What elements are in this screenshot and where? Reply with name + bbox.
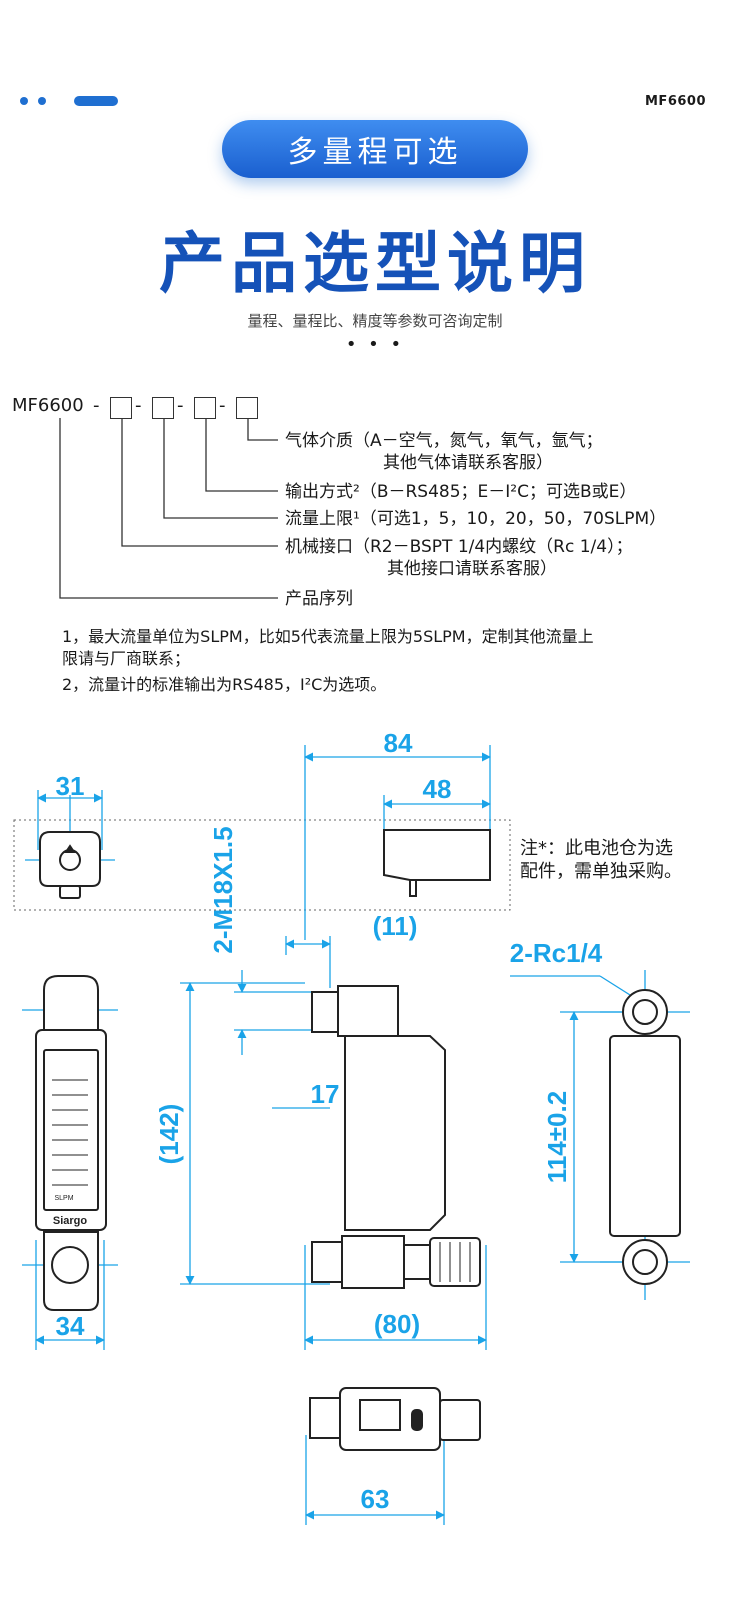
option-gas: 气体介质（A－空气，氮气，氧气，氩气； 其他气体请联系客服） bbox=[285, 431, 603, 473]
battery-option-frame bbox=[13, 819, 511, 911]
dim-114: 114±0.2 bbox=[542, 1091, 572, 1183]
battery-side-drawing bbox=[383, 829, 491, 897]
feature-capsule: 多量程可选 bbox=[222, 120, 528, 178]
end-view-drawing bbox=[39, 831, 101, 899]
subtitle-dots-decoration: • • • bbox=[345, 334, 405, 355]
page-title: 产品选型说明 bbox=[159, 225, 591, 302]
dim-thread: 2-M18X1.5 bbox=[208, 826, 238, 953]
note-1: 1，最大流量单位为SLPM，比如5代表流量上限为5SLPM，定制其他流量上 限请… bbox=[62, 627, 594, 668]
side-view-drawing bbox=[311, 985, 481, 1289]
dim-142: (142) bbox=[154, 1104, 184, 1165]
option-interface: 机械接口（R2－BSPT 1/4内螺纹（Rc 1/4）； 其他接口请联系客服） bbox=[285, 537, 633, 579]
pill-icon bbox=[74, 96, 118, 106]
code-separator: - bbox=[135, 395, 142, 416]
code-separator: - bbox=[219, 395, 226, 416]
code-box-interface bbox=[152, 397, 174, 419]
capsule-label: 多量程可选 bbox=[287, 135, 463, 170]
option-range: 流量上限¹（可选1，5，10，20，50，70SLPM） bbox=[285, 509, 667, 529]
dim-80: (80) bbox=[374, 1309, 420, 1339]
dot-icon bbox=[38, 97, 46, 105]
code-box-series bbox=[110, 397, 132, 419]
dim-17: 17 bbox=[311, 1079, 340, 1109]
battery-note: 注*：此电池仓为选 配件，需单独采购。 bbox=[520, 838, 682, 882]
dim-port: 2-Rc1/4 bbox=[510, 938, 603, 968]
dimension-drawing: 31 84 48 (11) 2-M18X1.5 17 (142) 34 (80)… bbox=[13, 728, 690, 1525]
right-view-drawing bbox=[609, 989, 681, 1285]
front-view-drawing bbox=[35, 975, 107, 1311]
dim-48: 48 bbox=[423, 774, 452, 804]
code-separator: - bbox=[177, 395, 184, 416]
code-prefix: MF6600 bbox=[12, 395, 84, 416]
dim-11: (11) bbox=[373, 911, 418, 941]
note-2: 2，流量计的标准输出为RS485，I²C为选项。 bbox=[62, 675, 387, 694]
dim-84: 84 bbox=[384, 728, 413, 758]
option-output: 输出方式²（B－RS485；E－I²C；可选B或E） bbox=[285, 482, 637, 502]
dim-31: 31 bbox=[56, 771, 85, 801]
dim-63: 63 bbox=[361, 1484, 390, 1514]
option-series: 产品序列 bbox=[285, 589, 353, 609]
code-separator: - bbox=[93, 395, 100, 416]
device-brand: Siargo bbox=[53, 1215, 88, 1227]
dot-icon bbox=[20, 97, 28, 105]
code-box-range bbox=[194, 397, 216, 419]
bottom-view-drawing bbox=[309, 1387, 481, 1451]
page-subtitle: 量程、量程比、精度等参数可咨询定制 bbox=[247, 312, 503, 330]
dim-34: 34 bbox=[56, 1311, 85, 1341]
model-tag: MF6600 bbox=[645, 94, 706, 109]
code-box-gas bbox=[236, 397, 258, 419]
code-leader-lines bbox=[59, 418, 278, 599]
device-unit: SLPM bbox=[54, 1195, 73, 1202]
